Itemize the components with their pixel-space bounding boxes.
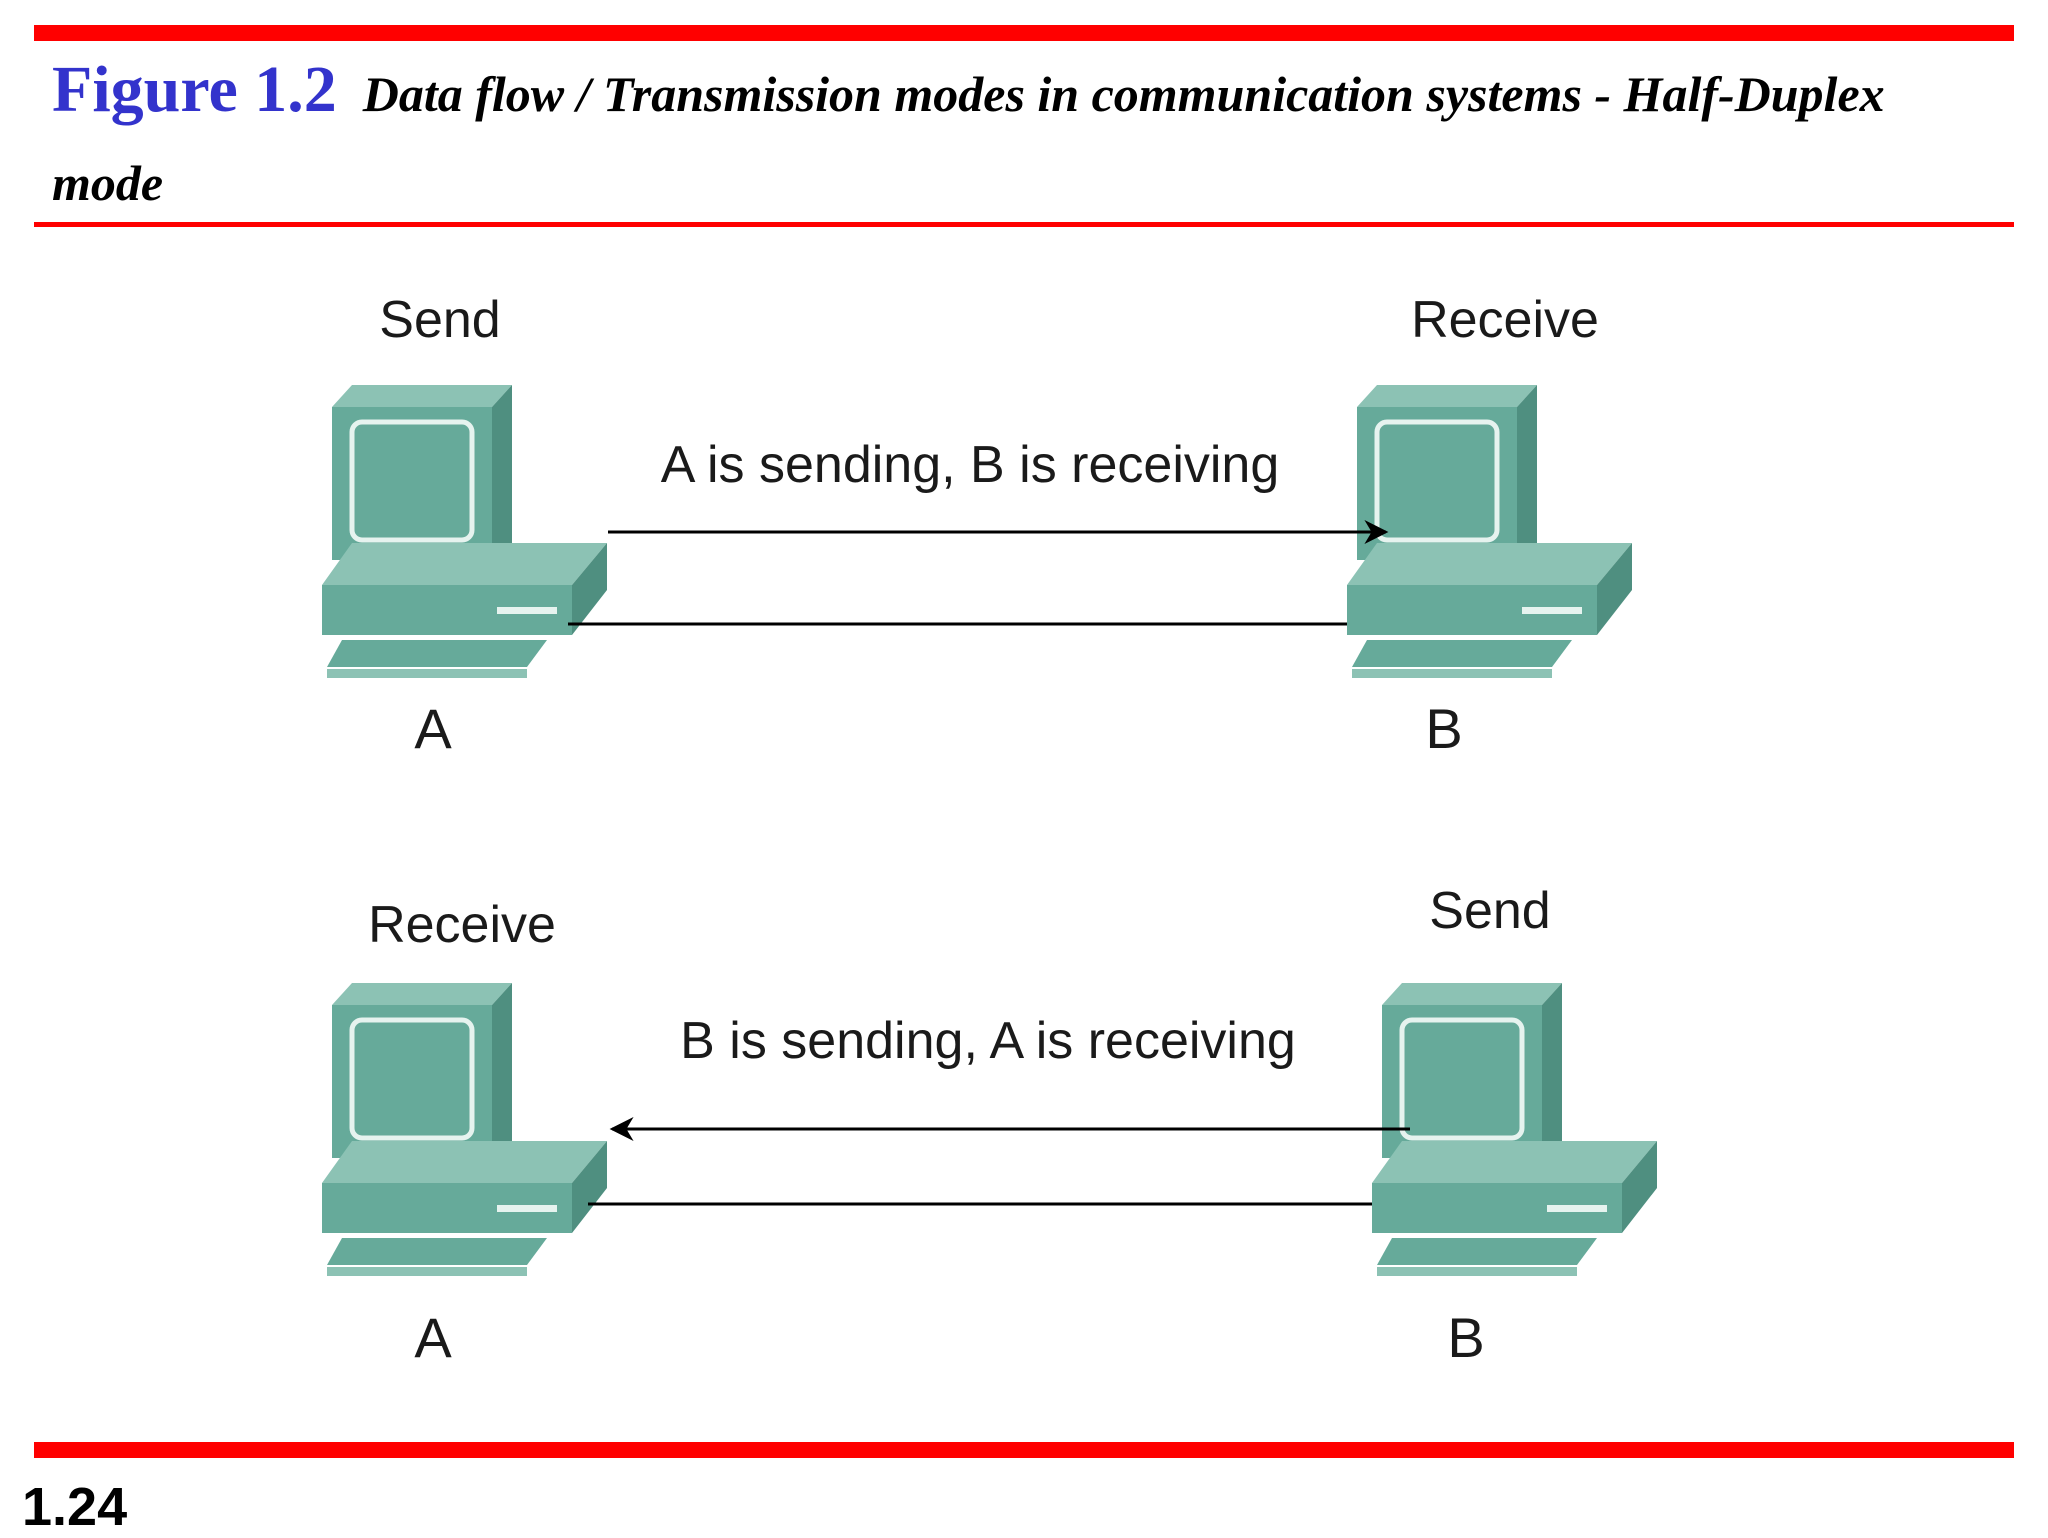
bottom-rule — [34, 1442, 2014, 1458]
computer-b-bottom-icon — [1372, 983, 1657, 1276]
bottom-right-role-label: Send — [1429, 882, 1550, 940]
top-node-b-label: B — [1425, 697, 1462, 760]
bottom-node-a-label: A — [414, 1306, 452, 1369]
computer-b-top-icon — [1347, 385, 1632, 678]
bottom-message-label: B is sending, A is receiving — [680, 1012, 1296, 1070]
top-scenario: Send Receive A is sending, B is receivin… — [322, 291, 1632, 760]
page-number: 1.24 — [22, 1477, 128, 1537]
bottom-left-role-label: Receive — [368, 896, 556, 954]
top-rule — [34, 25, 2014, 41]
top-left-role-label: Send — [379, 291, 500, 349]
top-message-label: A is sending, B is receiving — [661, 436, 1280, 494]
figure-label: Figure 1.2 — [52, 53, 337, 126]
top-right-role-label: Receive — [1411, 291, 1599, 349]
computer-a-top-icon — [322, 385, 607, 678]
bottom-scenario: Receive Send B is sending, A is receivin… — [322, 882, 1657, 1369]
figure-caption: Data flow / Transmission modes in commun… — [52, 66, 1885, 211]
bottom-node-b-label: B — [1447, 1306, 1484, 1369]
top-node-a-label: A — [414, 697, 452, 760]
computer-a-bottom-icon — [322, 983, 607, 1276]
header-rule — [34, 222, 2014, 227]
